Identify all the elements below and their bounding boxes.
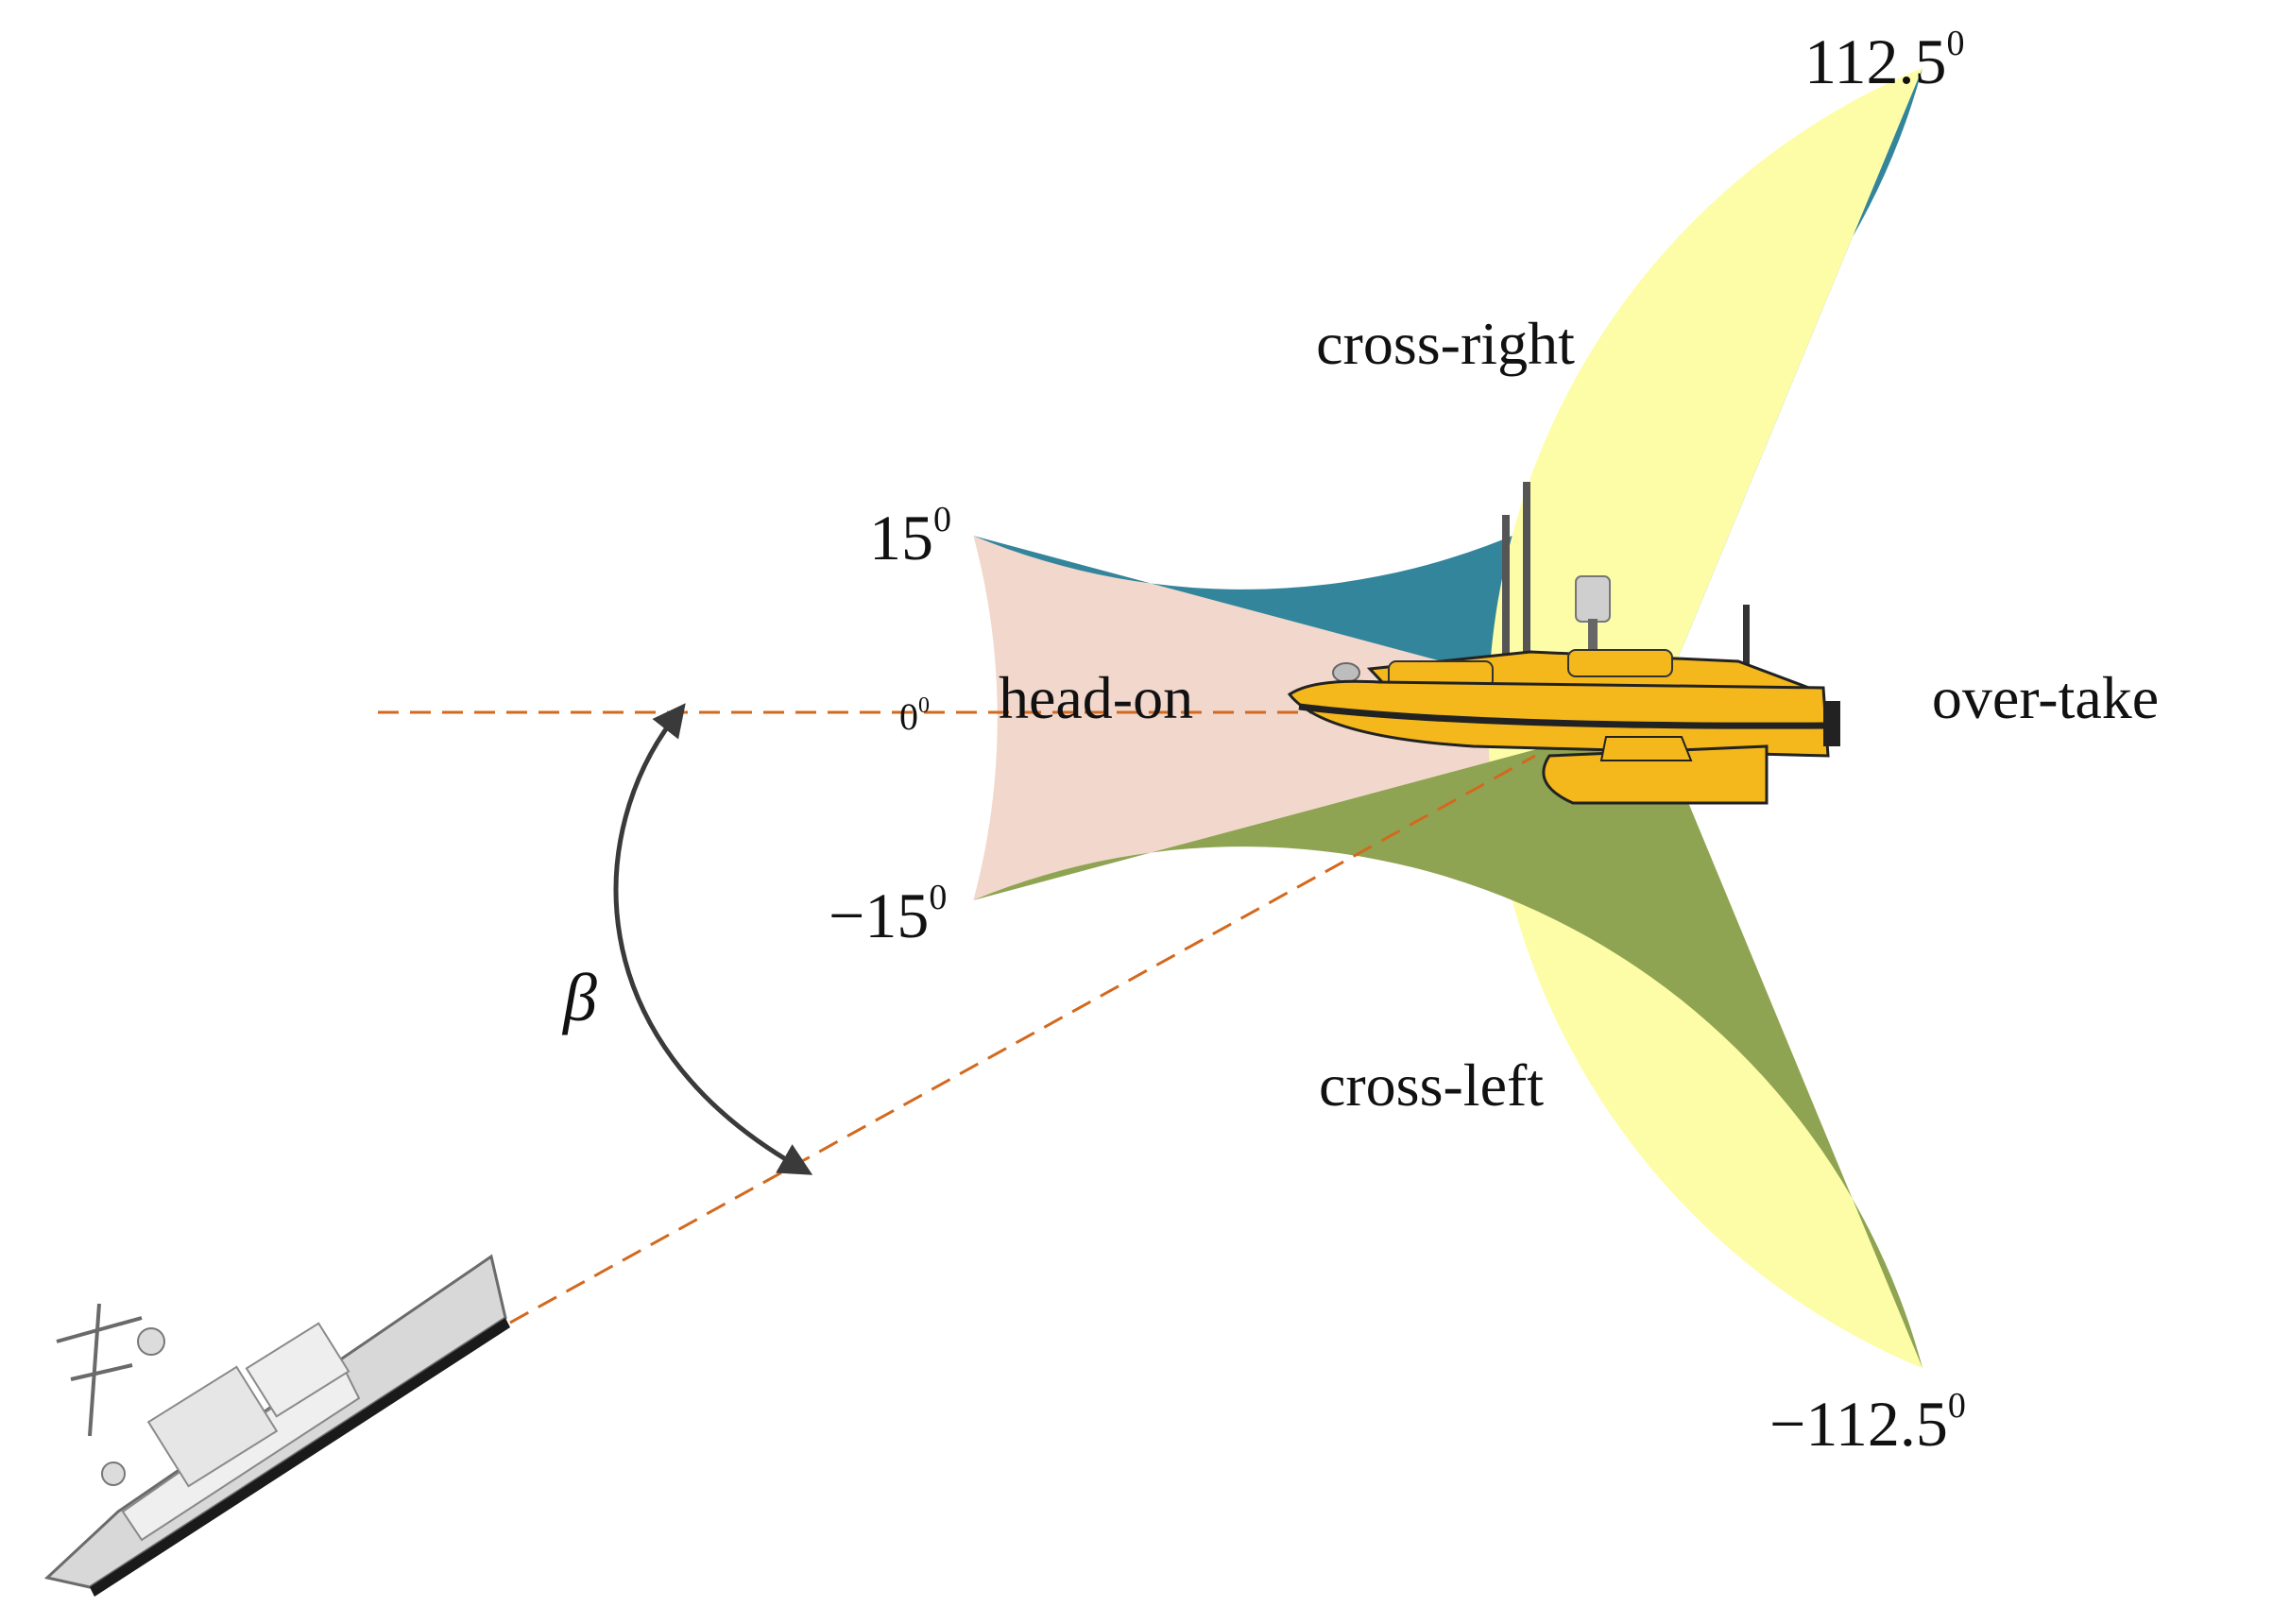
relative-bearing-arc [613, 703, 813, 1175]
angle-label-minus-112-5: −112.50 [1769, 1386, 1966, 1460]
angle-label-zero: 00 [899, 693, 930, 738]
ship-mast [56, 1303, 143, 1437]
usv-hull-stripe [1298, 703, 1826, 729]
label-cross-right: cross-right [1316, 310, 1575, 377]
ship-radar-dome [101, 1462, 126, 1486]
label-head-on: head-on [999, 664, 1193, 731]
usv-pontoon [1542, 744, 1769, 805]
ship-radar-dome [137, 1327, 165, 1356]
usv-hull [1287, 679, 1830, 758]
usv-antenna [1523, 482, 1530, 666]
usv-transom [1823, 701, 1840, 746]
usv-antenna [1743, 605, 1750, 671]
usv-light [1332, 662, 1360, 683]
angle-label-15: 150 [869, 500, 951, 573]
sector-over-take [1488, 67, 1923, 1369]
angle-label-minus-15: −150 [829, 878, 947, 951]
usv-gps-mast [1588, 619, 1598, 657]
ship-superstructure [245, 1322, 350, 1418]
usv-hatch [1567, 649, 1673, 677]
sector-head-on [973, 536, 1653, 900]
usv-boat-icon [1287, 482, 1840, 805]
label-cross-left: cross-left [1319, 1051, 1544, 1119]
ship-icon [43, 1254, 510, 1597]
bearing-line [509, 754, 1536, 1325]
usv-gps-dome [1575, 575, 1611, 623]
encounter-sectors [973, 67, 1923, 1369]
label-over-take: over-take [1932, 664, 2159, 731]
usv-antenna [1502, 515, 1510, 666]
beta-label: β [561, 960, 597, 1035]
ship-superstructure [146, 1365, 279, 1488]
sector-cross-left [973, 718, 1923, 1369]
ship-waterline [90, 1318, 510, 1597]
usv-strut [1599, 736, 1693, 761]
angle-label-112-5: 112.50 [1804, 24, 1964, 97]
